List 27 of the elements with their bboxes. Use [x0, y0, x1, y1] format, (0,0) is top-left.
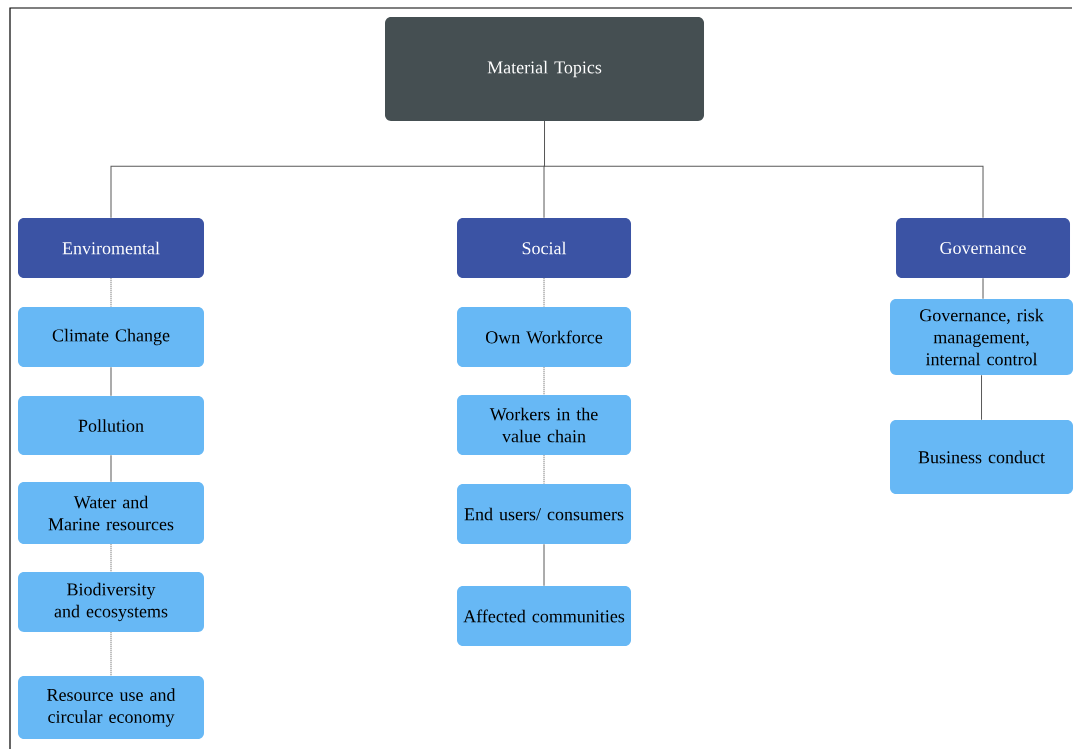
subtopic-box: Water and Marine resources [18, 482, 204, 544]
connector-line [982, 277, 984, 300]
subtopic-box: Climate Change [18, 307, 204, 367]
category-box: Enviromental [18, 218, 204, 278]
connector-line [544, 120, 984, 219]
subtopic-box: Own Workforce [457, 307, 631, 367]
subtopic-box: Pollution [18, 396, 204, 455]
subtopic-box: Affected communities [457, 586, 631, 646]
category-box: Governance [896, 218, 1070, 278]
subtopic-box: End users/ consumers [457, 484, 631, 544]
connector-line [110, 366, 112, 397]
connector-line [110, 631, 112, 677]
topic-box: Material Topics [385, 17, 704, 121]
connector-line [110, 454, 112, 483]
connector-line [543, 366, 545, 396]
connector-line [110, 277, 112, 308]
subtopic-box: Governance, risk management, internal control [890, 299, 1073, 375]
subtopic-box: Biodiversity and ecosystems [18, 572, 204, 632]
connector-line [981, 374, 982, 421]
subtopic-box: Resource use and circular economy [18, 676, 204, 739]
subtopic-box: Business conduct [890, 420, 1073, 494]
category-box: Social [457, 218, 631, 278]
subtopic-box: Workers in the value chain [457, 395, 631, 455]
connector-line [543, 543, 545, 587]
connector-line [543, 454, 545, 485]
connector-line [110, 543, 112, 573]
connector-line [543, 277, 545, 308]
